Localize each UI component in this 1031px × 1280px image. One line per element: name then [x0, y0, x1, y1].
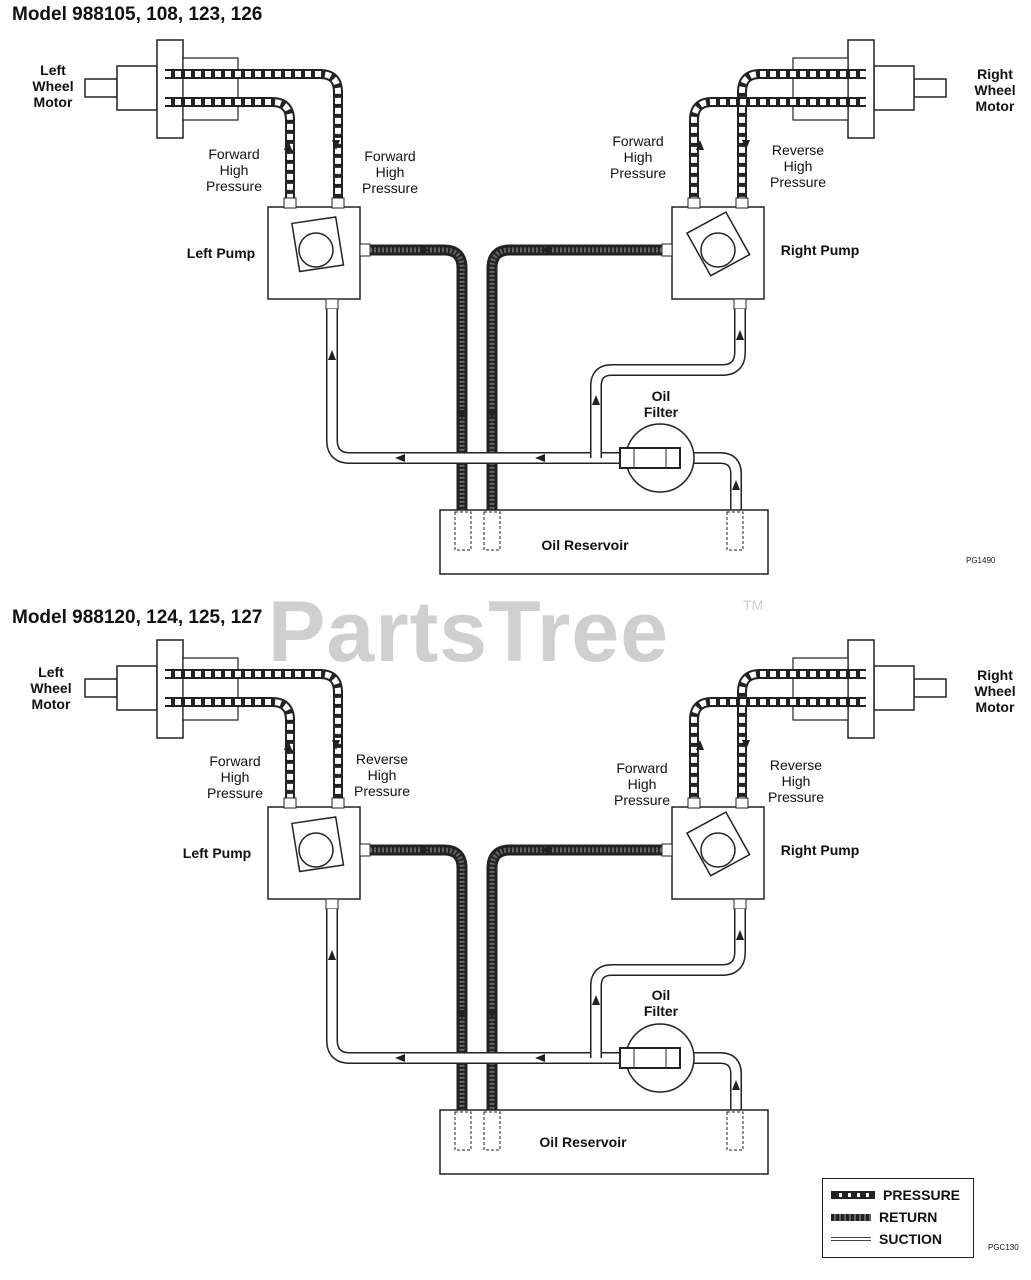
legend-suction-text: SUCTION — [879, 1231, 942, 1247]
right-wheel-motor-label: Right Wheel Motor — [974, 66, 1016, 114]
watermark-text: PartsTree — [268, 584, 670, 680]
diagram-2 — [85, 640, 946, 1174]
right-line-b-label-2: Reverse High Pressure — [767, 757, 825, 805]
left-pump-label-2: Left Pump — [182, 845, 252, 861]
legend-pressure: PRESSURE — [831, 1185, 960, 1205]
diagram-1 — [85, 40, 946, 574]
left-line-a-label-2: Forward High Pressure — [206, 753, 264, 801]
diagram-1-title: Model 988105, 108, 123, 126 — [12, 4, 263, 25]
oil-reservoir-label: Oil Reservoir — [541, 537, 629, 553]
return-line-swatch — [831, 1213, 871, 1221]
right-line-a-label: Forward High Pressure — [609, 133, 667, 181]
legend-pressure-text: PRESSURE — [883, 1187, 961, 1203]
pressure-line-swatch — [831, 1191, 875, 1199]
legend-suction: SUCTION — [831, 1229, 942, 1249]
left-wheel-motor-label: Left Wheel Motor — [32, 62, 74, 110]
left-line-b-label: Forward High Pressure — [361, 148, 419, 196]
right-line-b-label: Reverse High Pressure — [769, 142, 827, 190]
left-wheel-motor-label-2: Left Wheel Motor — [30, 664, 72, 712]
watermark-trademark: TM — [743, 597, 764, 613]
diagram-2-title: Model 988120, 124, 125, 127 — [12, 607, 263, 628]
oil-reservoir-label-2: Oil Reservoir — [539, 1134, 627, 1150]
right-pump-label: Right Pump — [780, 242, 860, 258]
line-legend: PRESSURE RETURN SUCTION — [822, 1178, 974, 1258]
diagram-1-code: PG1490 — [966, 556, 996, 565]
suction-line-swatch — [831, 1237, 871, 1241]
left-pump-label: Left Pump — [186, 245, 256, 261]
diagram-2-code: PGC130 — [988, 1243, 1019, 1252]
oil-filter-label-2: Oil Filter — [643, 987, 679, 1019]
oil-filter-label: Oil Filter — [643, 388, 679, 420]
left-line-b-label-2: Reverse High Pressure — [353, 751, 411, 799]
right-pump-label-2: Right Pump — [780, 842, 860, 858]
right-line-a-label-2: Forward High Pressure — [613, 760, 671, 808]
legend-return-text: RETURN — [879, 1209, 938, 1225]
left-line-a-label: Forward High Pressure — [205, 146, 263, 194]
right-wheel-motor-label-2: Right Wheel Motor — [974, 667, 1016, 715]
legend-return: RETURN — [831, 1207, 937, 1227]
